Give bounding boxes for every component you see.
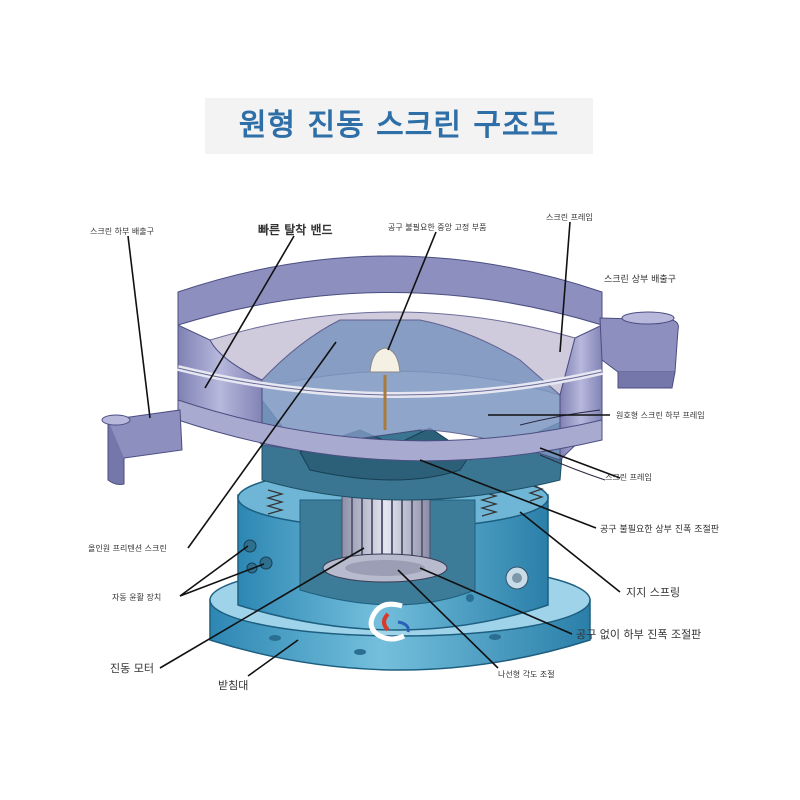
label-center-fixing-part: 공구 불필요한 중앙 고정 부품 <box>388 223 487 232</box>
leader-motor <box>159 547 365 669</box>
label-upper-amplitude-plate: 공구 불필요한 상부 진폭 조절판 <box>600 525 720 535</box>
arc-lower-frame-detail <box>519 409 606 481</box>
title-background <box>205 98 593 154</box>
label-screen-frame: 스크린 프레임 <box>546 213 593 222</box>
label-screen-lower-outlet: 스크린 하부 배출구 <box>90 227 154 236</box>
label-quick-release-band: 빠른 탈착 밴드 <box>258 223 333 237</box>
leader-spiral <box>397 569 499 669</box>
leader-lower-plate <box>419 567 573 635</box>
label-base: 받침대 <box>218 679 249 692</box>
leader-spring <box>519 511 621 593</box>
upper-outlet <box>599 311 679 389</box>
company-logo <box>368 601 410 642</box>
label-circular-screen-lower-frame: 원호형 스크린 하부 프레임 <box>616 411 705 420</box>
leader-base <box>247 639 299 677</box>
label-vibration-motor: 진동 모터 <box>110 662 154 675</box>
screen-frame <box>177 255 603 462</box>
label-auto-lubrication: 자동 윤활 장치 <box>112 593 162 602</box>
label-screen-upper-outlet: 스크린 상부 배출구 <box>604 275 676 285</box>
lubrication-fittings <box>243 539 273 574</box>
amplitude-dial <box>466 566 529 602</box>
label-spiral-angle-adjust: 나선형 각도 조절 <box>498 670 555 679</box>
page-title: 원형 진동 스크린 구조도 <box>238 108 560 143</box>
leader-pretension <box>187 341 337 549</box>
leader-lower-outlet <box>127 235 151 419</box>
leader-lines <box>127 221 621 677</box>
label-screen-frame-2: 스크린 프레임 <box>605 473 652 482</box>
leader-lube-1 <box>179 545 249 597</box>
lower-outlet <box>101 409 183 485</box>
leader-quick-band <box>204 235 295 389</box>
support-springs <box>265 484 544 517</box>
label-lower-amplitude-plate: 공구 없이 하부 진폭 조절판 <box>576 628 702 641</box>
leader-center-part <box>387 231 437 351</box>
leader-lube-2 <box>179 563 265 597</box>
label-support-spring: 지지 스프링 <box>626 586 681 599</box>
leader-upper-plate <box>419 459 597 529</box>
leader-frame-2 <box>539 447 621 479</box>
label-allinone-pretension-screen: 올인원 프리텐션 스크린 <box>88 544 167 553</box>
center-fixing-part <box>369 347 401 430</box>
leader-frame <box>559 221 571 353</box>
